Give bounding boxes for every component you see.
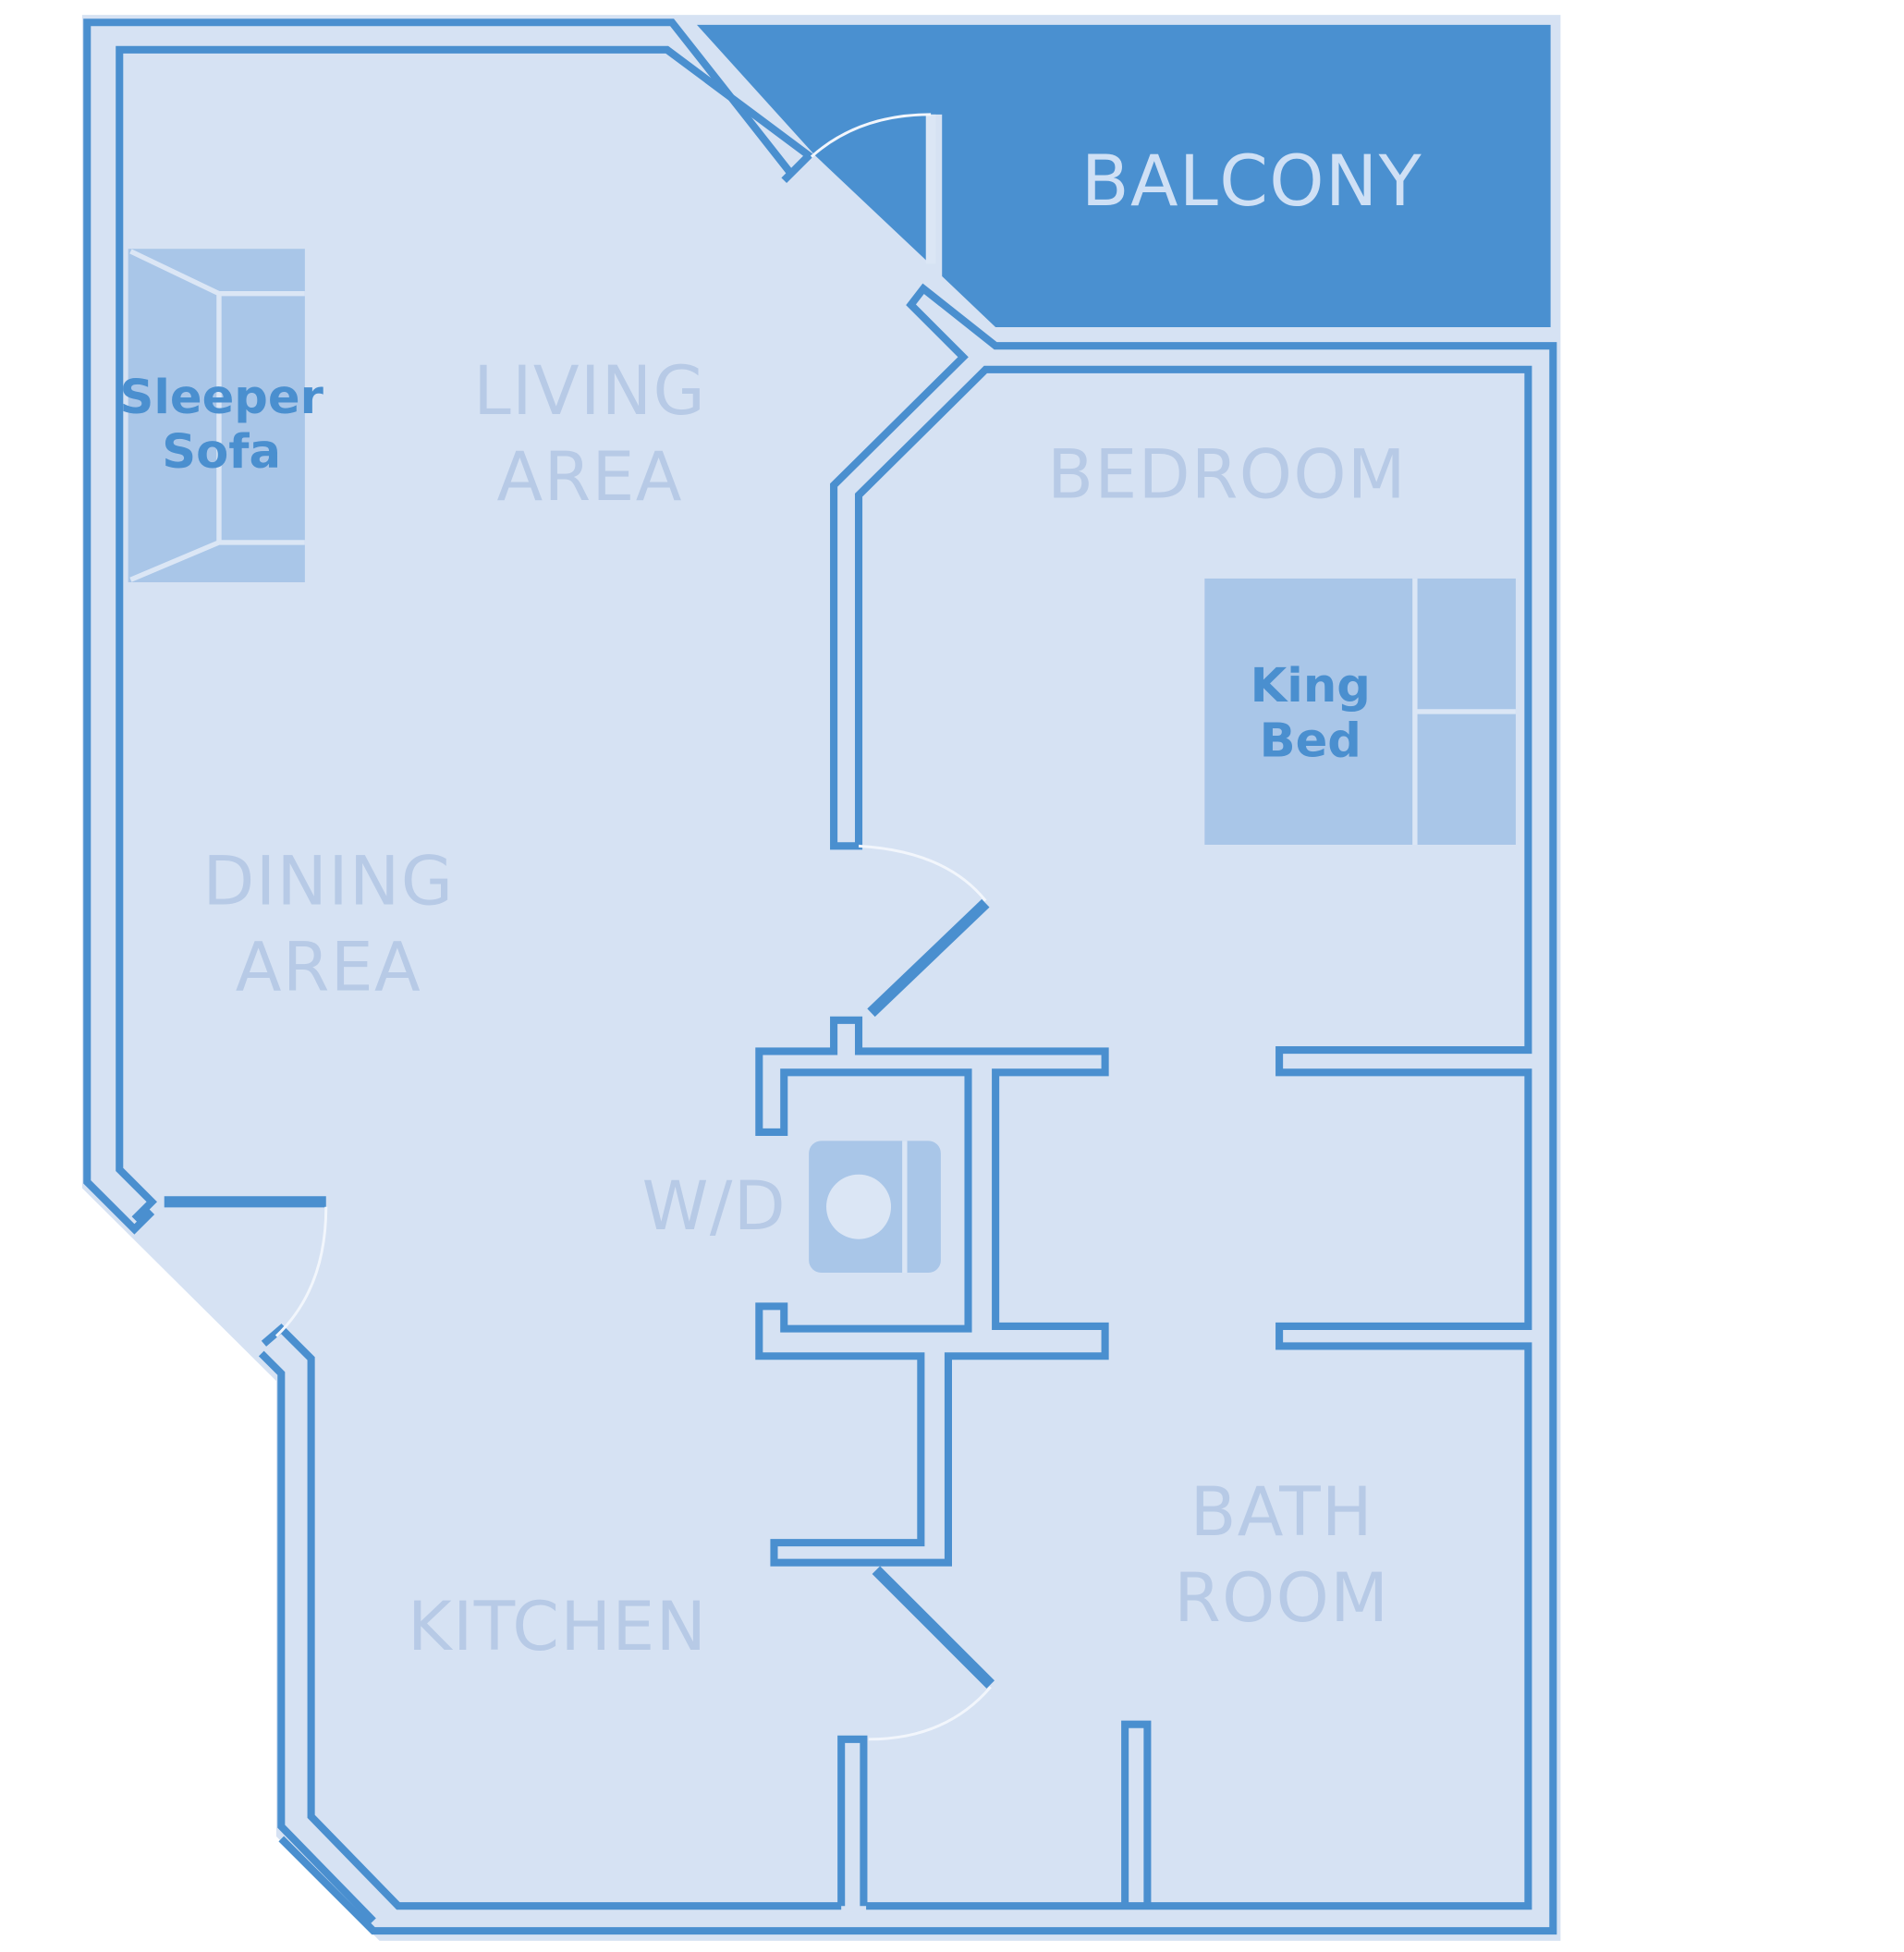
bed-label-line1: King — [1251, 659, 1371, 714]
partition-kitchen-bath — [837, 1735, 868, 1907]
sofa-label-line2: Sofa — [162, 425, 281, 480]
bed-label-line2: Bed — [1260, 714, 1361, 768]
outer-wall — [83, 18, 1557, 1935]
partition-bath-closet — [1121, 1720, 1152, 1907]
bedroom-door-leaf[interactable] — [867, 898, 990, 1018]
inner-wall-left — [116, 45, 815, 1924]
room-label-kitchen: KITCHEN — [408, 1589, 707, 1666]
sofa-label-line1: Sleeper — [120, 371, 324, 425]
sleeper-sofa[interactable]: Sleeper Sofa — [120, 249, 324, 582]
floor-area — [81, 15, 1561, 1941]
entry-door-arc — [275, 1206, 328, 1337]
room-label-dining-1: DINING — [202, 844, 454, 921]
room-label-bedroom: BEDROOM — [1047, 436, 1407, 514]
balcony-door-arc — [810, 113, 932, 158]
bathroom-door-leaf[interactable] — [872, 1566, 995, 1689]
bathroom-door-arc — [868, 1686, 992, 1741]
balcony-area[interactable] — [696, 24, 1551, 328]
washer-dryer-icon — [809, 1141, 941, 1274]
room-label-wd: W/D — [642, 1168, 787, 1246]
room-label-bath-2: ROOM — [1174, 1560, 1389, 1638]
room-label-living-1: LIVING — [473, 353, 706, 431]
bedroom-door-arc — [858, 844, 987, 902]
king-bed[interactable]: King Bed — [1204, 578, 1516, 845]
room-label-bath-1: BATH — [1190, 1474, 1373, 1552]
wd-closet-walls — [755, 1016, 1109, 1567]
room-label-balcony: BALCONY — [1081, 140, 1422, 222]
room-label-living-2: AREA — [497, 439, 683, 517]
room-label-dining-2: AREA — [236, 929, 421, 1006]
